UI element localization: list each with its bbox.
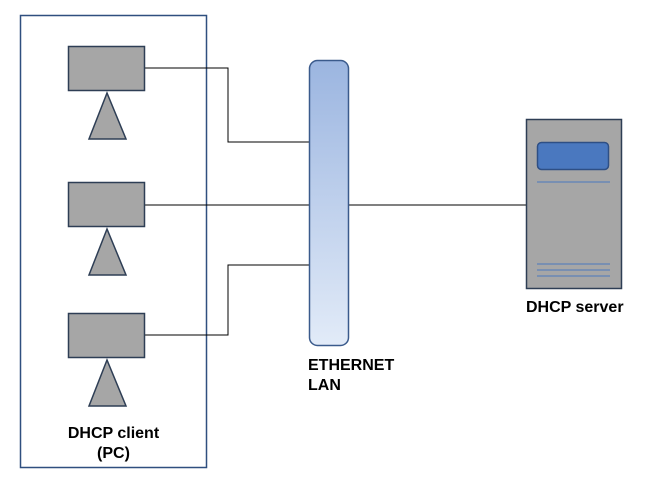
client-group-label: DHCP client (PC) — [20, 424, 207, 464]
client-label-line-1: DHCP client — [67, 425, 160, 442]
ethernet-label-line-1: ETHERNET — [308, 357, 395, 374]
pc-stand-icon — [87, 357, 128, 407]
dhcp-server-label: DHCP server — [526, 299, 624, 316]
pc-stand-icon — [87, 226, 128, 276]
pc-monitor-icon — [67, 312, 146, 359]
connection-lines — [145, 67, 526, 336]
pc-client-3 — [67, 312, 146, 407]
link-pc1-to-lan — [145, 67, 309, 143]
dhcp-server-icon — [525, 118, 623, 290]
server-display — [536, 141, 610, 171]
pc-monitor-icon — [67, 181, 146, 228]
pc-client-2 — [67, 181, 146, 276]
ethernet-lan-bus — [308, 59, 350, 347]
pc-monitor-icon — [67, 45, 146, 92]
client-label-line-2: (PC) — [97, 445, 130, 462]
pc-client-1 — [67, 45, 146, 140]
ethernet-label-line-2: LAN — [308, 377, 341, 394]
link-pc3-to-lan — [145, 264, 309, 336]
pc-stand-icon — [87, 90, 128, 140]
ethernet-lan-label: ETHERNET LAN — [308, 356, 394, 396]
client-group-frame — [19, 14, 208, 469]
